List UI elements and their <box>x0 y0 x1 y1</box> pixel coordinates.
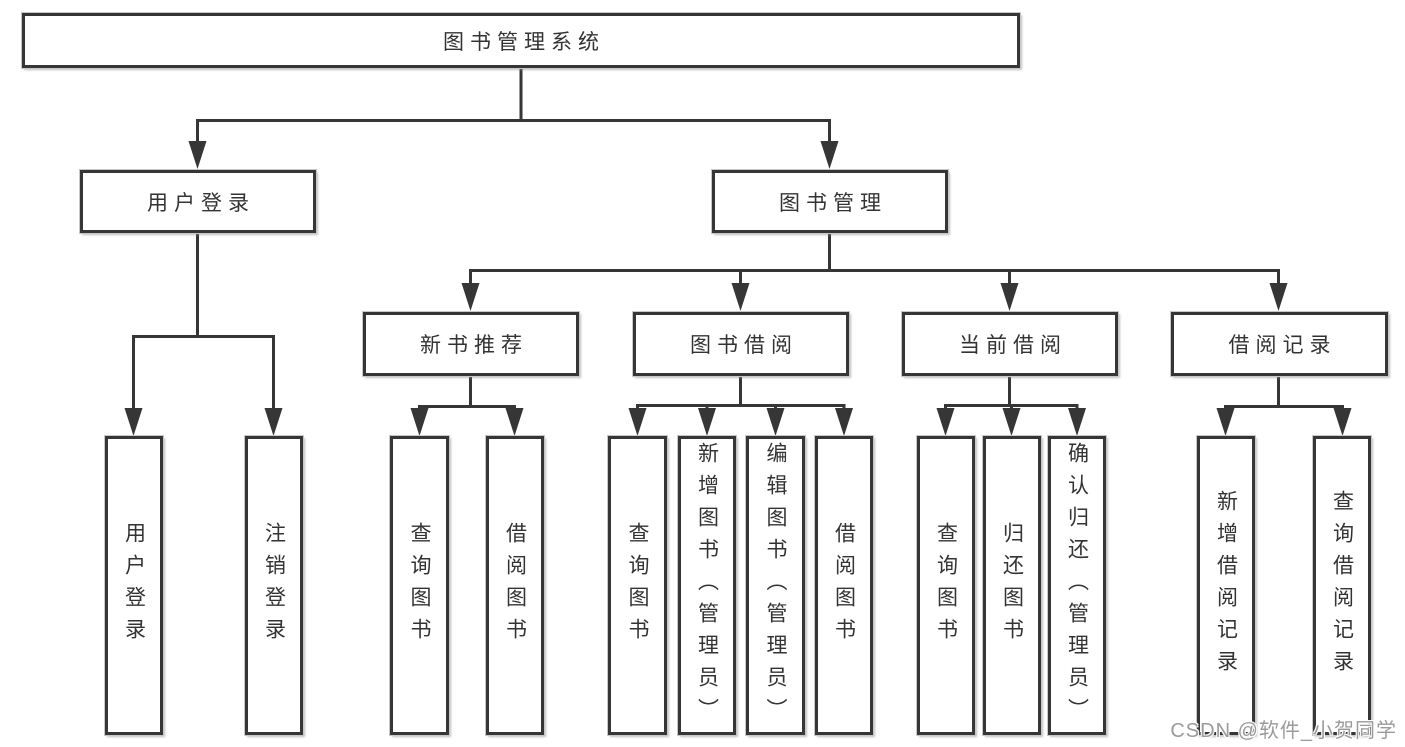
node-borrowing-records: 借阅记录 <box>1171 312 1388 376</box>
node-leaf-logout: 注销登录 <box>245 436 303 735</box>
node-leaf-query-books-current: 查询图书 <box>917 436 975 735</box>
node-label: 注销登录 <box>262 521 286 650</box>
connector-lines <box>132 68 1344 412</box>
csdn-watermark: CSDN @软件_小贺同学 <box>1170 720 1397 742</box>
node-label: 查询借阅记录 <box>1330 489 1354 682</box>
node-label: 编辑图书（管理员） <box>764 441 787 730</box>
node-label: 确认归还（管理员） <box>1065 441 1089 730</box>
node-user-login: 用户登录 <box>80 170 316 233</box>
connector-arrowheads <box>124 141 1352 436</box>
node-leaf-query-books-recommend: 查询图书 <box>390 436 449 735</box>
node-label: 借阅记录 <box>1228 334 1337 357</box>
node-leaf-borrow-books-borrowing: 借阅图书 <box>815 436 873 735</box>
node-leaf-confirm-return-admin: 确认归还（管理员） <box>1048 436 1106 735</box>
node-label: 新增借阅记录 <box>1214 489 1238 682</box>
node-label: 借阅图书 <box>832 521 856 650</box>
node-leaf-add-books-admin: 新增图书（管理员） <box>678 436 736 735</box>
node-library-system: 图书管理系统 <box>22 13 1020 68</box>
node-leaf-edit-books-admin: 编辑图书（管理员） <box>746 436 805 735</box>
node-label: 查询图书 <box>626 521 649 650</box>
node-leaf-return-books: 归还图书 <box>983 436 1041 735</box>
node-book-management: 图书管理 <box>712 170 948 233</box>
node-label: 新书推荐 <box>420 334 528 357</box>
node-leaf-add-borrow-record: 新增借阅记录 <box>1197 436 1255 735</box>
node-label: 新增图书（管理员） <box>695 441 719 730</box>
node-label: 当前借阅 <box>959 334 1067 357</box>
node-leaf-query-books-borrowing: 查询图书 <box>608 436 667 735</box>
node-label: 归还图书 <box>1000 521 1024 650</box>
node-leaf-user-login: 用户登录 <box>105 436 163 735</box>
node-label: 用户登录 <box>147 191 255 215</box>
node-label: 图书管理 <box>779 191 887 215</box>
node-new-book-recommendation: 新书推荐 <box>363 312 579 376</box>
node-label: 借阅图书 <box>503 521 527 650</box>
node-current-borrowing: 当前借阅 <box>902 312 1118 376</box>
node-label: 图书借阅 <box>690 334 798 357</box>
node-leaf-borrow-books-recommend: 借阅图书 <box>486 436 544 735</box>
node-label: 查询图书 <box>934 521 958 650</box>
node-label: 查询图书 <box>408 521 431 650</box>
node-leaf-query-borrow-record: 查询借阅记录 <box>1313 436 1371 735</box>
node-label: 用户登录 <box>122 521 146 650</box>
node-book-borrowing: 图书借阅 <box>633 312 849 376</box>
node-label: 图书管理系统 <box>443 30 605 54</box>
